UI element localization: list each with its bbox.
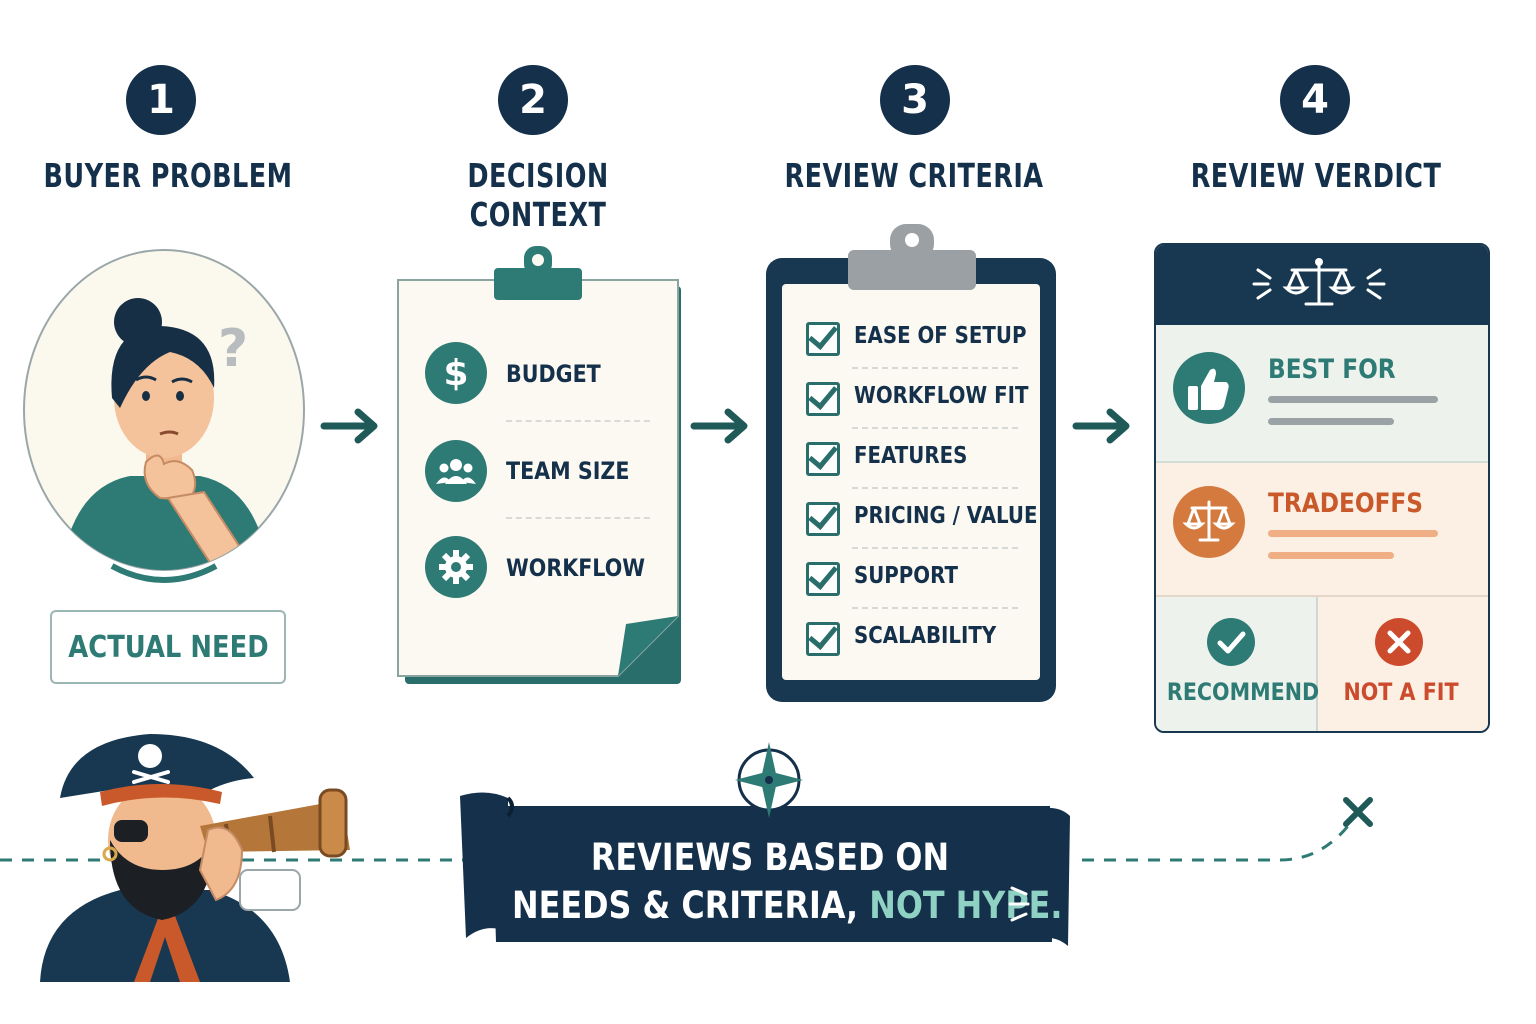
recommend-label: RECOMMEND: [1166, 678, 1320, 706]
criteria-item-pricing-value: PRICING / VALUE: [854, 503, 1038, 529]
x-marker-icon: [1343, 797, 1373, 827]
team-icon: [425, 440, 487, 502]
thinking-person-illustration: ?: [23, 249, 305, 583]
tradeoffs-label: TRADEOFFS: [1268, 488, 1424, 519]
not-a-fit-label: NOT A FIT: [1343, 678, 1459, 706]
compass-icon: [735, 742, 803, 818]
gear-icon: [425, 536, 487, 598]
step-4-badge: 4: [1280, 65, 1350, 135]
verdict-header: [1156, 245, 1488, 325]
divider: [852, 367, 1018, 369]
pirate-illustration: [40, 734, 350, 982]
sparkle-icon: [1008, 886, 1030, 922]
tradeoffs-line: [1268, 552, 1394, 559]
x-circle-icon: [1375, 618, 1423, 666]
banner-emphasis-b: NOT HYPE.: [869, 884, 1063, 927]
step-1-title: BUYER PROBLEM: [43, 156, 293, 195]
divider: [506, 517, 650, 519]
tradeoffs-line: [1268, 530, 1438, 537]
best-for-line: [1268, 396, 1438, 403]
dollar-icon: $: [425, 342, 487, 404]
criteria-item-scalability: SCALABILITY: [854, 623, 997, 649]
criteria-item-workflow-fit: WORKFLOW FIT: [854, 383, 1029, 409]
step-3-badge: 3: [880, 65, 950, 135]
context-item-workflow: WORKFLOW: [506, 554, 646, 582]
divider: [852, 607, 1018, 609]
best-for-label: BEST FOR: [1268, 354, 1396, 385]
best-for-line: [1268, 418, 1394, 425]
criteria-item-ease-of-setup: EASE OF SETUP: [854, 323, 1027, 349]
step-3-title: REVIEW CRITERIA: [784, 156, 1044, 195]
actual-need-label: ACTUAL NEED: [67, 629, 269, 665]
context-item-team-size: TEAM SIZE: [506, 457, 630, 485]
clipboard-clip: [494, 246, 582, 300]
criteria-item-support: SUPPORT: [854, 563, 958, 589]
scroll-banner: [460, 792, 1070, 946]
arrow-icon: [320, 408, 378, 444]
thumbs-up-icon: [1173, 352, 1245, 424]
banner-line-1: REVIEWS BASED ON: [590, 836, 950, 879]
svg-text:?: ?: [218, 319, 248, 379]
divider: [852, 547, 1018, 549]
banner-emphasis-a: NEEDS & CRITERIA,: [512, 884, 859, 927]
step-2-title: DECISION CONTEXT: [467, 156, 609, 234]
scales-icon: [1173, 486, 1245, 558]
divider: [852, 487, 1018, 489]
checkbox-icon: [806, 622, 840, 656]
criteria-item-features: FEATURES: [854, 443, 968, 469]
clipboard-clip: [848, 224, 976, 290]
checkbox-icon: [806, 502, 840, 536]
check-circle-icon: [1207, 618, 1255, 666]
treasure-path: [0, 825, 1350, 862]
step-2-badge: 2: [498, 65, 568, 135]
checkbox-icon: [806, 442, 840, 476]
step-4-title: REVIEW VERDICT: [1190, 156, 1442, 195]
context-item-budget: BUDGET: [506, 360, 601, 388]
divider: [506, 420, 650, 422]
divider: [852, 427, 1018, 429]
actual-need-box: ACTUAL NEED: [50, 610, 286, 684]
checkbox-icon: [806, 322, 840, 356]
step-1-badge: 1: [126, 65, 196, 135]
checkbox-icon: [806, 562, 840, 596]
scales-icon: [1252, 258, 1386, 306]
checkbox-icon: [806, 382, 840, 416]
arrow-icon: [690, 408, 748, 444]
banner-line-2: NEEDS & CRITERIA, NOT HYPE.: [512, 884, 1062, 927]
arrow-icon: [1072, 408, 1130, 444]
